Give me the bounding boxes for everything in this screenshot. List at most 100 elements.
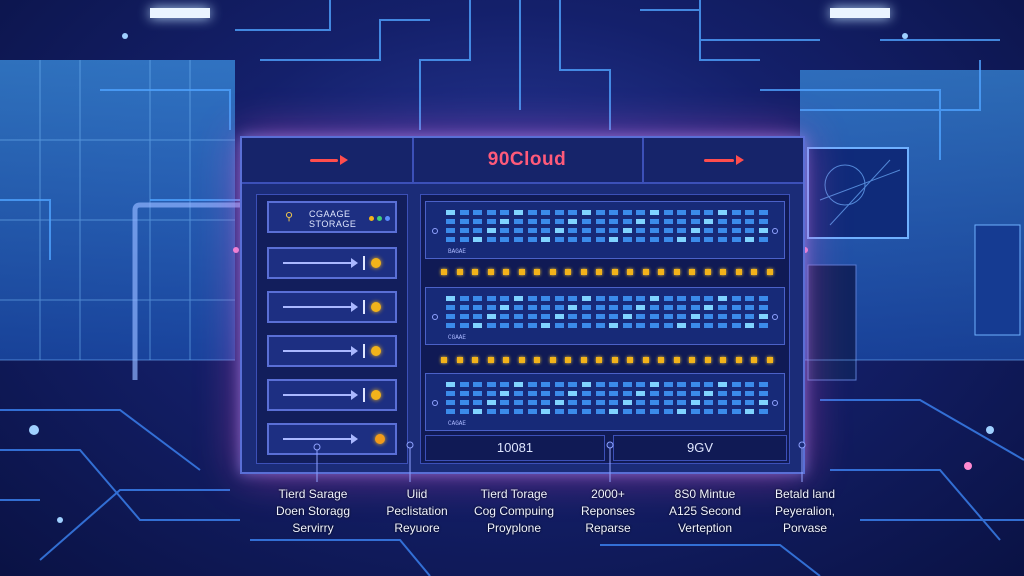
drive-bay: [568, 210, 578, 215]
drive-bay: [758, 409, 768, 414]
drive-bay-grid: [446, 382, 772, 418]
drive-bay: [622, 409, 632, 414]
drive-bay: [446, 314, 455, 319]
drive-bay: [554, 314, 564, 319]
drive-bay: [527, 323, 537, 328]
drive-bay: [568, 219, 578, 224]
screw-icon: [432, 314, 438, 320]
drive-bay: [718, 323, 727, 328]
rack-unit-label: CAGAE: [448, 420, 467, 427]
drive-bay: [514, 237, 523, 242]
rack-unit: BAGAE: [425, 201, 785, 259]
arrow-right-icon: [340, 155, 348, 165]
drive-bay: [609, 314, 619, 319]
rack-unit: CGAAE: [425, 287, 785, 345]
drive-bay: [486, 382, 496, 387]
drive-bay: [582, 210, 591, 215]
topbar-divider: [412, 138, 414, 182]
status-dot-icon: [385, 216, 390, 221]
status-led-icon: [596, 357, 602, 363]
screw-icon: [432, 228, 438, 234]
drive-bay: [663, 237, 673, 242]
drive-bay: [663, 305, 673, 310]
status-led-icon: [371, 390, 381, 400]
status-led-icon: [549, 269, 556, 275]
drive-bay: [568, 228, 578, 233]
drive-bay: [731, 210, 741, 215]
drive-bay: [650, 314, 659, 319]
drive-bay: [473, 210, 483, 215]
drive-bay: [446, 382, 455, 387]
drive-bay: [568, 400, 578, 405]
storage-label: CGAAGE STORAGE: [309, 209, 357, 229]
storage-slot[interactable]: [267, 335, 397, 367]
drive-bay: [663, 382, 673, 387]
drive-bay: [554, 400, 564, 405]
drive-bay: [636, 219, 646, 224]
drive-bay: [473, 237, 483, 242]
drive-bay: [745, 323, 755, 328]
drive-bay: [500, 210, 510, 215]
rack-unit-label: CGAAE: [448, 334, 467, 341]
drive-bay: [677, 409, 687, 414]
status-led-icon: [766, 357, 773, 363]
status-led-icon: [751, 269, 757, 275]
drive-bay: [758, 210, 768, 215]
drive-bay: [745, 296, 755, 301]
drive-bay: [554, 228, 564, 233]
drive-bay: [527, 400, 537, 405]
storage-slot[interactable]: [267, 379, 397, 411]
drive-bay: [514, 391, 523, 396]
drive-bay: [459, 296, 469, 301]
drive-bay: [541, 400, 551, 405]
storage-slot[interactable]: [267, 247, 397, 279]
drive-bay: [731, 219, 741, 224]
drive-bay: [758, 219, 768, 224]
status-led-icon: [580, 357, 587, 363]
status-led-icon: [751, 357, 757, 363]
drive-bay: [582, 382, 591, 387]
drive-bay: [609, 400, 619, 405]
drive-bay: [446, 296, 455, 301]
storage-slot[interactable]: [267, 291, 397, 323]
drive-bay: [731, 391, 741, 396]
drive-bay: [622, 314, 632, 319]
drive-bay: [446, 228, 455, 233]
drive-bay: [622, 228, 632, 233]
screw-icon: [432, 400, 438, 406]
status-led-icon: [611, 357, 618, 363]
drive-bay: [595, 210, 605, 215]
status-led-icon: [487, 269, 494, 275]
drive-bay: [473, 314, 483, 319]
drive-bay: [690, 314, 700, 319]
drive-bay: [609, 323, 619, 328]
drive-bay: [595, 296, 605, 301]
drive-bay: [690, 382, 700, 387]
status-led-icon: [658, 357, 664, 363]
drive-bay: [745, 391, 755, 396]
storage-slot[interactable]: [267, 423, 397, 455]
drive-bay: [609, 391, 619, 396]
drive-bay: [486, 323, 496, 328]
drive-bay: [704, 400, 714, 405]
status-led-icon: [503, 357, 509, 363]
drive-bay-grid: [446, 210, 772, 246]
drive-bay: [622, 296, 632, 301]
drive-bay: [677, 400, 687, 405]
status-led-icon: [642, 357, 649, 363]
drive-bay: [582, 296, 591, 301]
drive-bay: [745, 305, 755, 310]
drive-bay: [582, 314, 591, 319]
drive-bay: [514, 314, 523, 319]
drive-bay: [677, 237, 687, 242]
drive-bay: [500, 409, 510, 414]
status-led-icon: [503, 269, 509, 275]
drive-bay: [758, 323, 768, 328]
drive-bay: [459, 382, 469, 387]
drive-bay: [758, 296, 768, 301]
drive-bay: [690, 219, 700, 224]
drive-bay: [663, 219, 673, 224]
drive-bay: [650, 210, 659, 215]
status-led-icon: [565, 357, 571, 363]
status-dot-icon: [377, 216, 382, 221]
